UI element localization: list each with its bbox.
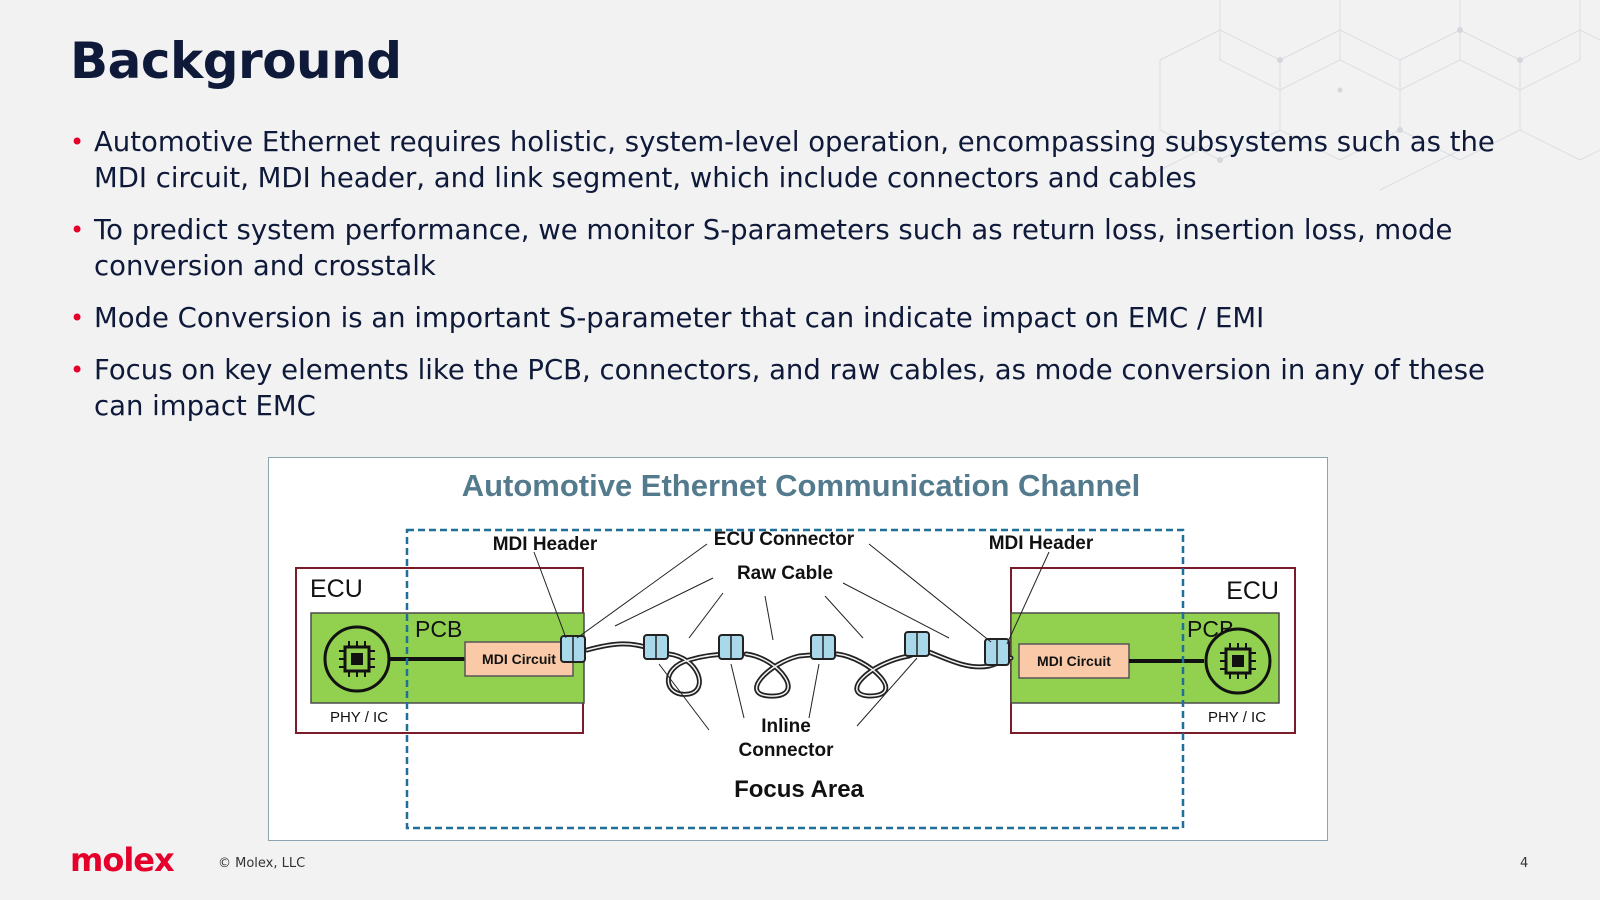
- inline-connector: [810, 634, 836, 660]
- bullet-list: Automotive Ethernet requires holistic, s…: [70, 124, 1530, 440]
- left-mdi-circuit-label: MDI Circuit: [482, 651, 556, 667]
- bullet-item: Focus on key elements like the PCB, conn…: [70, 352, 1530, 424]
- chip-icon-right: [1204, 627, 1272, 695]
- right-mdi-header-label: MDI Header: [989, 533, 1094, 554]
- left-mdi-circuit: [464, 641, 574, 677]
- ecu-connector-label: ECU Connector: [714, 529, 855, 550]
- channel-diagram-svg: Automotive Ethernet Communication Channe…: [295, 468, 1296, 830]
- slide-title: Background: [70, 32, 402, 90]
- right-phy-label: PHY / IC: [1208, 709, 1266, 726]
- focus-area-label: Focus Area: [734, 776, 864, 803]
- diagram-title: Automotive Ethernet Communication Channe…: [462, 468, 1141, 503]
- right-mdi-circuit: [1018, 643, 1130, 679]
- right-ecu-label: ECU: [1226, 577, 1279, 605]
- right-mdi-circuit-label: MDI Circuit: [1037, 653, 1111, 669]
- channel-diagram: Automotive Ethernet Communication Channe…: [268, 457, 1328, 841]
- bullet-item: To predict system performance, we monito…: [70, 212, 1530, 284]
- copyright-text: © Molex, LLC: [218, 856, 306, 871]
- callout-lines: [533, 543, 1050, 731]
- left-ecu-label: ECU: [310, 575, 363, 603]
- left-pcb-label: PCB: [415, 616, 462, 642]
- raw-cable-label: Raw Cable: [737, 563, 833, 584]
- inline-connector: [643, 634, 669, 660]
- left-phy-label: PHY / IC: [330, 709, 388, 726]
- ecu-connector-left: [560, 635, 586, 663]
- inline-connector: [718, 634, 744, 660]
- ecu-connector-right: [984, 638, 1010, 666]
- chip-icon-left: [323, 625, 391, 693]
- bullet-item: Mode Conversion is an important S-parame…: [70, 300, 1530, 336]
- inline-connector-label-line2: Connector: [739, 740, 835, 761]
- molex-logo: molex: [70, 841, 175, 879]
- focus-area-box: [405, 528, 1185, 830]
- left-mdi-header-label: MDI Header: [493, 534, 598, 555]
- inline-connector: [904, 631, 930, 657]
- page-number: 4: [1520, 856, 1529, 871]
- inline-connector-label-line1: Inline: [761, 716, 811, 737]
- bullet-item: Automotive Ethernet requires holistic, s…: [70, 124, 1530, 196]
